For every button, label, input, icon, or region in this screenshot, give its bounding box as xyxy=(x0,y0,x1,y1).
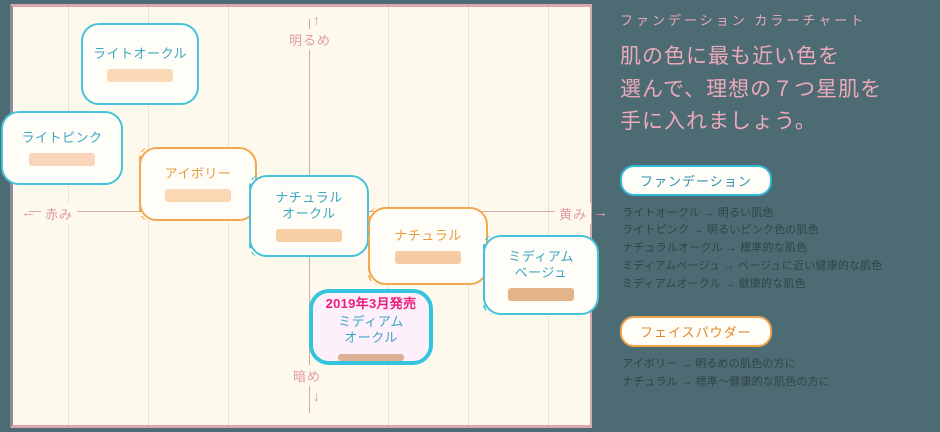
list-item: ナチュラル → 標準〜健康的な肌色の方に xyxy=(622,375,831,388)
axis-label-bright: 明るめ xyxy=(285,29,336,50)
axis-label-dark: 暗め xyxy=(289,365,326,386)
product-name: ナチュラル xyxy=(394,227,462,243)
product-name: アイボリー xyxy=(164,165,232,181)
axis-label-red: 赤み xyxy=(41,203,78,224)
product-name-line2: ベージュ xyxy=(514,265,568,280)
product-card-ivory[interactable]: アイボリー xyxy=(139,147,257,221)
powder-description-list: アイボリー → 明るめの肌色の方に ナチュラル → 標準〜健康的な肌色の方に xyxy=(622,356,928,392)
lead-text: 肌の色に最も近い色を 選んで、理想の７つ星肌を 手に入れましょう。 xyxy=(620,41,928,139)
axis-arrow-down-icon: ↓ xyxy=(313,388,320,404)
badge-foundation: ファンデーション xyxy=(620,164,772,196)
axis-arrow-right-icon: → xyxy=(593,204,608,221)
product-name-line1: ミディアム xyxy=(508,248,574,264)
lead-line: 選んで、理想の７つ星肌を xyxy=(620,77,883,101)
axis-label-yellow: 黄み xyxy=(555,203,592,224)
axis-arrow-up-icon: ↑ xyxy=(313,12,320,28)
foundation-description-list: ライトオークル → 明るい肌色 ライトピンク → 明るいピンク色の肌色 ナチュラ… xyxy=(622,205,928,294)
color-swatch xyxy=(338,353,404,361)
color-chart-panel: ↑ ↓ ← → 明るめ 暗め 赤み 黄み ライトオークル ライトピンク アイボリ… xyxy=(1,4,608,428)
color-swatch xyxy=(107,69,173,83)
list-item: ナチュラルオークル → 標準的な肌色 xyxy=(622,242,808,255)
lead-line: 手に入れましょう。 xyxy=(620,110,817,134)
product-name: ナチュラル オークル xyxy=(275,190,343,223)
list-item: ミディアムオークル → 健康的な肌色 xyxy=(622,277,806,290)
list-item: ライトピンク → 明るいピンク色の肌色 xyxy=(622,224,819,237)
color-swatch xyxy=(395,251,461,265)
info-panel: ファンデーション カラーチャート 肌の色に最も近い色を 選んで、理想の７つ星肌を… xyxy=(606,0,940,432)
product-name-line2: オークル xyxy=(282,206,336,221)
product-name: ミディアム ベージュ xyxy=(508,249,574,282)
product-card-medium-ochre[interactable]: 2019年3月発売 ミディアム オークル xyxy=(309,289,433,365)
product-name-line1: ミディアム xyxy=(338,314,404,329)
product-card-medium-beige[interactable]: ミディアム ベージュ xyxy=(483,235,599,315)
product-name-line1: ナチュラル xyxy=(275,189,343,205)
list-item: ミディアムベージュ → ベージュに近い健康的な肌色 xyxy=(622,260,883,273)
product-name-line2: オークル xyxy=(344,330,398,346)
product-card-light-ochre[interactable]: ライトオークル xyxy=(81,23,199,105)
gridline xyxy=(548,7,549,425)
axis-arrow-left-icon: ← xyxy=(21,204,36,221)
product-card-light-pink[interactable]: ライトピンク xyxy=(1,111,123,185)
list-item: ライトオークル → 明るい肌色 xyxy=(622,206,774,219)
color-swatch xyxy=(276,229,342,243)
chart-plot-area: ↑ ↓ ← → 明るめ 暗め 赤み 黄み ライトオークル ライトピンク アイボリ… xyxy=(1,4,608,428)
product-name: ミディアム オークル xyxy=(338,314,404,347)
product-name: ライトオークル xyxy=(92,45,188,61)
color-swatch xyxy=(508,288,574,302)
product-card-natural-ochre[interactable]: ナチュラル オークル xyxy=(249,175,369,257)
lead-line: 肌の色に最も近い色を xyxy=(620,45,840,68)
color-swatch xyxy=(29,153,95,167)
color-swatch xyxy=(165,189,231,203)
chart-title: ファンデーション カラーチャート xyxy=(620,13,867,28)
badge-face-powder: フェイスパウダー xyxy=(620,315,772,347)
product-card-natural[interactable]: ナチュラル xyxy=(368,207,488,285)
list-item: アイボリー → 明るめの肌色の方に xyxy=(622,357,796,370)
new-release-badge: 2019年3月発売 xyxy=(325,296,417,311)
product-name: ライトピンク xyxy=(21,129,103,145)
